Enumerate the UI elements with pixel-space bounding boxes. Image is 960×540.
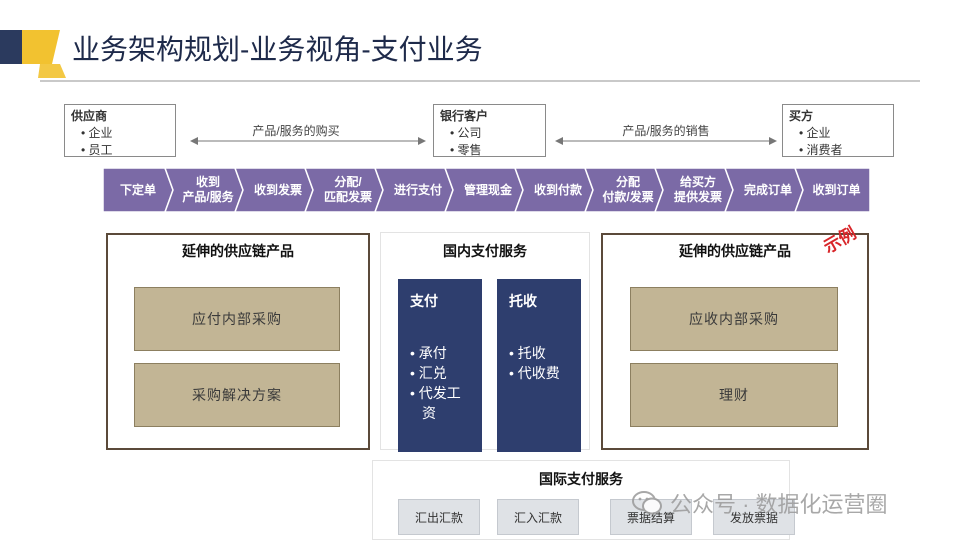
- inward-remittance-box: 汇入汇款: [497, 499, 579, 535]
- process-step-label: 下定单: [119, 182, 156, 197]
- process-chevron: [794, 168, 870, 212]
- process-step-label: 提供发票: [673, 190, 722, 204]
- process-step-label: 给买方: [679, 175, 716, 189]
- buyer-item: • 企业: [799, 126, 831, 140]
- collection-box-title: 托收: [509, 293, 537, 309]
- process-step-label: 付款/发票: [602, 190, 654, 204]
- bill-issuance-box: 发放票据: [713, 499, 795, 535]
- bank-customer-item: • 公司: [450, 126, 482, 140]
- process-step: 分配付款/发票: [593, 168, 663, 212]
- purchase-flow-arrow: [190, 137, 426, 145]
- procurement-solution-box: 采购解决方案: [134, 363, 340, 427]
- middle-section-title: 国内支付服务: [443, 243, 527, 259]
- buyer-box: 买方 • 企业 • 消费者: [782, 104, 894, 157]
- left-supply-chain-section: 延伸的供应链产品 应付内部采购 采购解决方案: [106, 233, 370, 450]
- wechat-icon: [632, 491, 662, 515]
- process-step: 管理现金: [453, 168, 523, 212]
- collection-item: • 代收费: [509, 365, 560, 381]
- process-step-label: 产品/服务: [182, 190, 234, 204]
- process-chevrons: [103, 168, 870, 212]
- process-step: 分配/匹配发票: [313, 168, 383, 212]
- page-title: 业务架构规划-业务视角-支付业务: [72, 34, 483, 65]
- buyer-item: • 消费者: [799, 143, 843, 157]
- process-chevron: [164, 168, 244, 212]
- collection-item: • 托收: [509, 345, 546, 361]
- process-step-label: 匹配发票: [323, 190, 372, 204]
- watermark-text: 公众号 · 数据化运营圈: [670, 492, 888, 517]
- process-step: 收到付款: [523, 168, 593, 212]
- collection-box: 托收 • 托收 • 代收费: [497, 279, 581, 452]
- supplier-item: • 员工: [81, 143, 113, 157]
- process-step-label: 进行支付: [393, 182, 442, 197]
- buyer-title: 买方: [789, 109, 814, 123]
- process-chevron: [374, 168, 454, 212]
- process-step-label: 分配: [615, 175, 640, 189]
- right-supply-chain-section: 延伸的供应链产品 应收内部采购 理财: [601, 233, 869, 450]
- payables-internal-procurement-box: 应付内部采购: [134, 287, 340, 351]
- process-bar: 下定单 收到产品/服务 收到发票 分配/匹配发票 进行支付 管理现金 收到付款 …: [103, 168, 870, 212]
- payment-item: • 代发工: [410, 385, 461, 401]
- outward-remittance-box: 汇出汇款: [398, 499, 480, 535]
- bank-customer-box: 银行客户 • 公司 • 零售: [433, 104, 546, 157]
- header-decoration: [0, 30, 66, 78]
- process-step: 收到产品/服务: [173, 168, 243, 212]
- supplier-box: 供应商 • 企业 • 员工: [64, 104, 176, 157]
- process-step-label: 分配/: [334, 175, 362, 189]
- process-step-label: 收到发票: [253, 182, 302, 197]
- wealth-management-box: 理财: [630, 363, 838, 427]
- right-section-title: 延伸的供应链产品: [679, 243, 791, 259]
- international-section-title: 国际支付服务: [539, 471, 623, 487]
- process-step-label: 完成订单: [743, 182, 792, 197]
- payment-box: 支付 • 承付 • 汇兑 • 代发工 资: [398, 279, 482, 452]
- process-step-label: 收到订单: [812, 182, 861, 197]
- purchase-flow-label: 产品/服务的购买: [252, 124, 340, 138]
- supplier-item: • 企业: [81, 126, 113, 140]
- sales-flow-arrow: [555, 137, 777, 145]
- payment-item: • 承付: [410, 345, 447, 361]
- sales-flow-label: 产品/服务的销售: [622, 124, 710, 138]
- process-chevron: [444, 168, 524, 212]
- domestic-payment-section: 国内支付服务 支付 • 承付 • 汇兑 • 代发工 资 托收 • 托收 • 代收…: [380, 232, 590, 452]
- process-chevron: [304, 168, 384, 212]
- process-chevron: [724, 168, 804, 212]
- process-step: 进行支付: [383, 168, 453, 212]
- process-step: 收到发票: [243, 168, 313, 212]
- process-chevron: [514, 168, 594, 212]
- payment-item: 资: [422, 405, 436, 421]
- process-step: 下定单: [103, 168, 173, 212]
- supplier-title: 供应商: [71, 109, 108, 123]
- process-chevron: [234, 168, 314, 212]
- process-step-label: 管理现金: [463, 182, 512, 197]
- process-step: 收到订单: [803, 168, 870, 212]
- process-chevron: [584, 168, 664, 212]
- international-payment-section: 国际支付服务 汇出汇款 汇入汇款 票据结算 发放票据: [372, 460, 795, 540]
- payment-item: • 汇兑: [410, 365, 447, 381]
- payment-box-title: 支付: [410, 293, 438, 309]
- receivables-internal-procurement-box: 应收内部采购: [630, 287, 838, 351]
- process-step-label: 收到: [195, 175, 220, 189]
- watermark: 公众号 · 数据化运营圈: [632, 487, 888, 519]
- process-step-label: 收到付款: [533, 182, 582, 197]
- process-chevron: [654, 168, 734, 212]
- title-divider: [40, 80, 920, 82]
- bank-customer-item: • 零售: [450, 143, 482, 157]
- process-step: 给买方提供发票: [663, 168, 733, 212]
- left-section-title: 延伸的供应链产品: [182, 243, 294, 259]
- bank-customer-title: 银行客户: [440, 109, 489, 123]
- process-step: 完成订单: [733, 168, 803, 212]
